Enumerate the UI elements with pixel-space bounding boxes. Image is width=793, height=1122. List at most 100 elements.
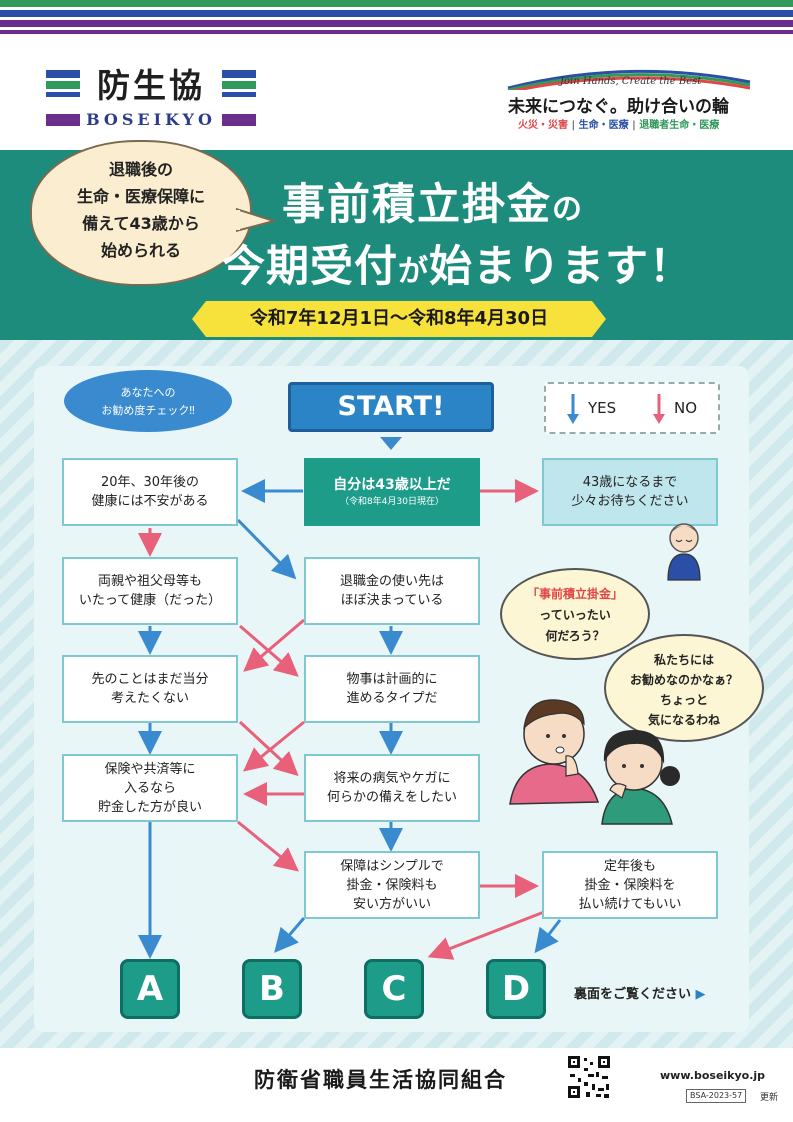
- category-separator: |: [632, 120, 636, 131]
- stripe-blue: [0, 10, 793, 17]
- slogan-japanese: 未来につなぐ。助け合いの輪: [508, 97, 729, 117]
- box-line: 定年後も: [603, 858, 656, 874]
- bubble-line: 退職後の: [108, 160, 173, 179]
- thought-line: 気になるわね: [647, 713, 720, 727]
- thought-line: お勧めなのかなぁ？: [629, 673, 738, 687]
- thought-bubble-1: 「事前積立掛金」 っていったい 何だろう？: [500, 568, 650, 660]
- headline-main: 事前積立掛金: [282, 180, 552, 230]
- box-line: 考えたくない: [110, 691, 189, 706]
- question-health-anxiety: 20年、30年後の 健康には不安がある: [62, 458, 238, 526]
- headline-line1: 事前積立掛金の: [282, 170, 584, 232]
- box-line: 先のことはまだ当分: [91, 672, 209, 687]
- category-fire: 火災・災害: [518, 120, 568, 131]
- legend-yes: YES: [588, 399, 617, 417]
- bubble-line: 生命・医療保障に: [76, 187, 205, 206]
- slogan-english: Join Hands, Create the Best: [560, 76, 702, 87]
- stripe-green: [0, 0, 793, 7]
- answer-d: D: [486, 959, 546, 1019]
- stripe-purple: [0, 20, 793, 27]
- box-line: 保障はシンプルで: [340, 858, 444, 874]
- box-line: いたって健康（だった）: [78, 593, 222, 608]
- thought-line: 私たちには: [653, 653, 714, 667]
- organization-name: 防衛省職員生活協同組合: [254, 1068, 507, 1092]
- box-line: 少々お待ちください: [571, 494, 689, 509]
- box-line: ほぼ決まっている: [340, 593, 444, 608]
- question-savings: 保険や共済等に 入るなら 貯金した方が良い: [62, 754, 238, 822]
- rainbow-arc-icon: [507, 69, 751, 90]
- bubble-line: 始められる: [100, 241, 181, 260]
- speech-bubble-tail: [236, 207, 276, 233]
- slogan-categories: 火災・災害 | 生命・医療 | 退職者生命・医療: [518, 116, 719, 131]
- box-line: 物事は計画的に: [346, 672, 438, 687]
- box-line: 安い方がいい: [352, 896, 431, 912]
- question-age-note: （令和8年4月30日現在）: [340, 496, 444, 507]
- logo-bars-right: [222, 70, 256, 100]
- thought-line: ちょっと: [659, 693, 708, 707]
- qr-code-icon[interactable]: [566, 1054, 612, 1100]
- recommendation-check-bubble: あなたへの お勧め度チェック‼: [64, 370, 232, 432]
- question-age: 自分は43歳以上だ （令和8年4月30日現在）: [304, 458, 480, 526]
- box-line: 入るなら: [123, 780, 176, 796]
- check-line: あなたへの: [120, 386, 176, 399]
- box-line: 払い続けてもいい: [578, 896, 682, 912]
- box-wait: 43歳になるまで 少々お待ちください: [542, 458, 718, 526]
- logo-subtitle: BOSEIKYO: [86, 110, 216, 129]
- document-code: BSA-2023-57: [686, 1089, 747, 1103]
- check-line: お勧め度チェック‼: [101, 404, 195, 417]
- staff-bowing-illustration: [667, 523, 701, 581]
- question-family-health: 両親や祖父母等も いたって健康（だった）: [62, 557, 238, 625]
- boseikyo-logo: 防生協 BOSEIKYO: [46, 66, 256, 132]
- box-line: 何らかの備えをしたい: [326, 790, 457, 805]
- box-line: 健康には不安がある: [91, 494, 209, 509]
- question-planner-type: 物事は計画的に 進めるタイプだ: [304, 655, 480, 723]
- headline-suffix: の: [552, 192, 584, 227]
- logo-title: 防生協: [97, 66, 205, 105]
- box-line: 掛金・保険料も: [346, 877, 438, 893]
- headline-part: 今期受付: [222, 242, 398, 292]
- see-reverse-text: 裏面をご覧ください: [574, 987, 692, 1002]
- thought-line: っていったい: [539, 608, 611, 622]
- yes-no-legend: YES NO: [544, 382, 720, 434]
- question-illness-prep: 将来の病気やケガに 何らかの備えをしたい: [304, 754, 480, 822]
- slogan-logo: Join Hands, Create the Best 未来につなぐ。助け合いの…: [504, 64, 754, 134]
- arrow-down-pink-icon: [653, 394, 665, 424]
- question-simple-coverage: 保障はシンプルで 掛金・保険料も 安い方がいい: [304, 851, 480, 919]
- question-age-text: 自分は43歳以上だ: [333, 476, 451, 493]
- answer-c: C: [364, 959, 424, 1019]
- headline-part: 始まります！: [429, 242, 693, 292]
- box-line: 20年、30年後の: [100, 475, 200, 490]
- box-line: 貯金した方が良い: [97, 799, 202, 815]
- box-line: 進めるタイプだ: [346, 691, 438, 706]
- speech-bubble-text: 退職後の 生命・医療保障に 備えて43歳から 始められる: [30, 156, 252, 264]
- headline-particle: が: [398, 254, 429, 289]
- box-line: 43歳になるまで: [582, 475, 678, 490]
- category-retiree: 退職者生命・医療: [639, 120, 720, 131]
- couple-thinking-illustration: [509, 699, 680, 825]
- stripe-purple-thin: [0, 30, 793, 34]
- answer-a: A: [120, 959, 180, 1019]
- start-label: START!: [288, 382, 494, 432]
- legend-no: NO: [674, 399, 698, 417]
- category-life: 生命・医療: [578, 120, 629, 131]
- logo-bars-left: [46, 70, 80, 100]
- date-range-ribbon: 令和7年12月1日～令和8年4月30日: [192, 301, 606, 337]
- website-url[interactable]: www.boseikyo.jp: [660, 1069, 766, 1082]
- thought-line: 何だろう？: [545, 629, 605, 643]
- thought-bubble-2: 私たちには お勧めなのかなぁ？ ちょっと 気になるわね: [604, 634, 764, 742]
- arrow-down-blue-icon: [567, 394, 579, 424]
- box-line: 退職金の使い先は: [339, 574, 444, 589]
- question-keep-paying: 定年後も 掛金・保険料を 払い続けてもいい: [542, 851, 718, 919]
- box-line: 掛金・保険料を: [584, 877, 676, 893]
- triangle-right-icon: ▶: [695, 987, 706, 1002]
- box-line: 保険や共済等に: [104, 761, 196, 777]
- thought-line: 「事前積立掛金」: [526, 587, 623, 601]
- logo-sub-bar-left: [46, 114, 80, 126]
- box-line: 将来の病気やケガに: [333, 771, 451, 786]
- header-stripes: [0, 0, 793, 46]
- logo-sub-bar-right: [222, 114, 256, 126]
- question-future-thinking: 先のことはまだ当分 考えたくない: [62, 655, 238, 723]
- category-separator: |: [571, 120, 576, 131]
- headline-line2: 今期受付が始まります！: [222, 232, 693, 294]
- box-line: 両親や祖父母等も: [97, 574, 202, 589]
